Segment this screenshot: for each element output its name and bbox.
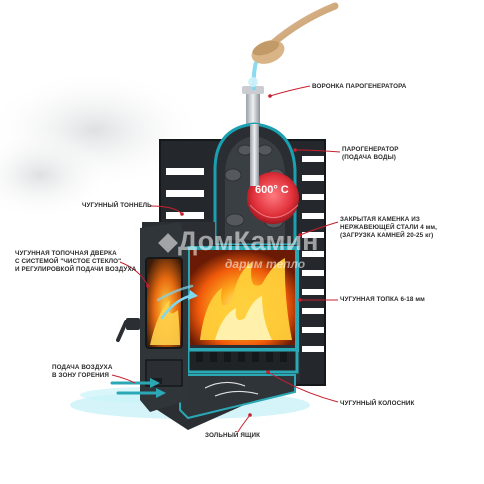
chimney-pipe	[246, 92, 260, 132]
grate	[196, 352, 287, 362]
label-firebox: ЧУГУННАЯ ТОПКА 6-18 мм	[340, 296, 425, 303]
leader-lines	[111, 85, 341, 433]
steam-generator	[213, 122, 299, 247]
smoke-cloud	[0, 130, 110, 220]
ladle	[251, 2, 339, 64]
label-grate: ЧУГУННЫЙ КОЛОСНИК	[340, 400, 415, 407]
label-tunnel: ЧУГУННЫЙ ТОННЕЛЬ	[82, 202, 152, 209]
watermark-brand: ДомКамин	[178, 226, 319, 256]
flames	[200, 258, 292, 340]
water-stream	[251, 61, 258, 91]
watermark	[158, 233, 178, 253]
label-stone-box: ЗАКРЫТАЯ КАМЕНКА ИЗ НЕРЖАВЕЮЩЕЙ СТАЛИ 4 …	[340, 216, 438, 239]
label-funnel: ВОРОНКА ПАРОГЕНЕРАТОРА	[312, 83, 407, 90]
door-handle	[126, 318, 140, 330]
air-flow-arrows	[156, 284, 194, 320]
watermark-tagline: дарим тепло	[225, 257, 306, 271]
label-ash-box: ЗОЛЬНЫЙ ЯЩИК	[205, 432, 261, 439]
label-door: ЧУГУННАЯ ТОПОЧНАЯ ДВЕРКА С СИСТЕМОЙ "ЧИС…	[15, 250, 137, 273]
air-intake-arrows	[110, 381, 158, 395]
water-splash	[248, 77, 258, 87]
label-air-supply: ПОДАЧА ВОЗДУХА В ЗОНУ ГОРЕНИЯ	[52, 364, 113, 379]
label-steam-generator: ПАРОГЕНЕРАТОР (ПОДАЧА ВОДЫ)	[342, 146, 399, 161]
temperature-label: 600° C	[255, 184, 289, 196]
